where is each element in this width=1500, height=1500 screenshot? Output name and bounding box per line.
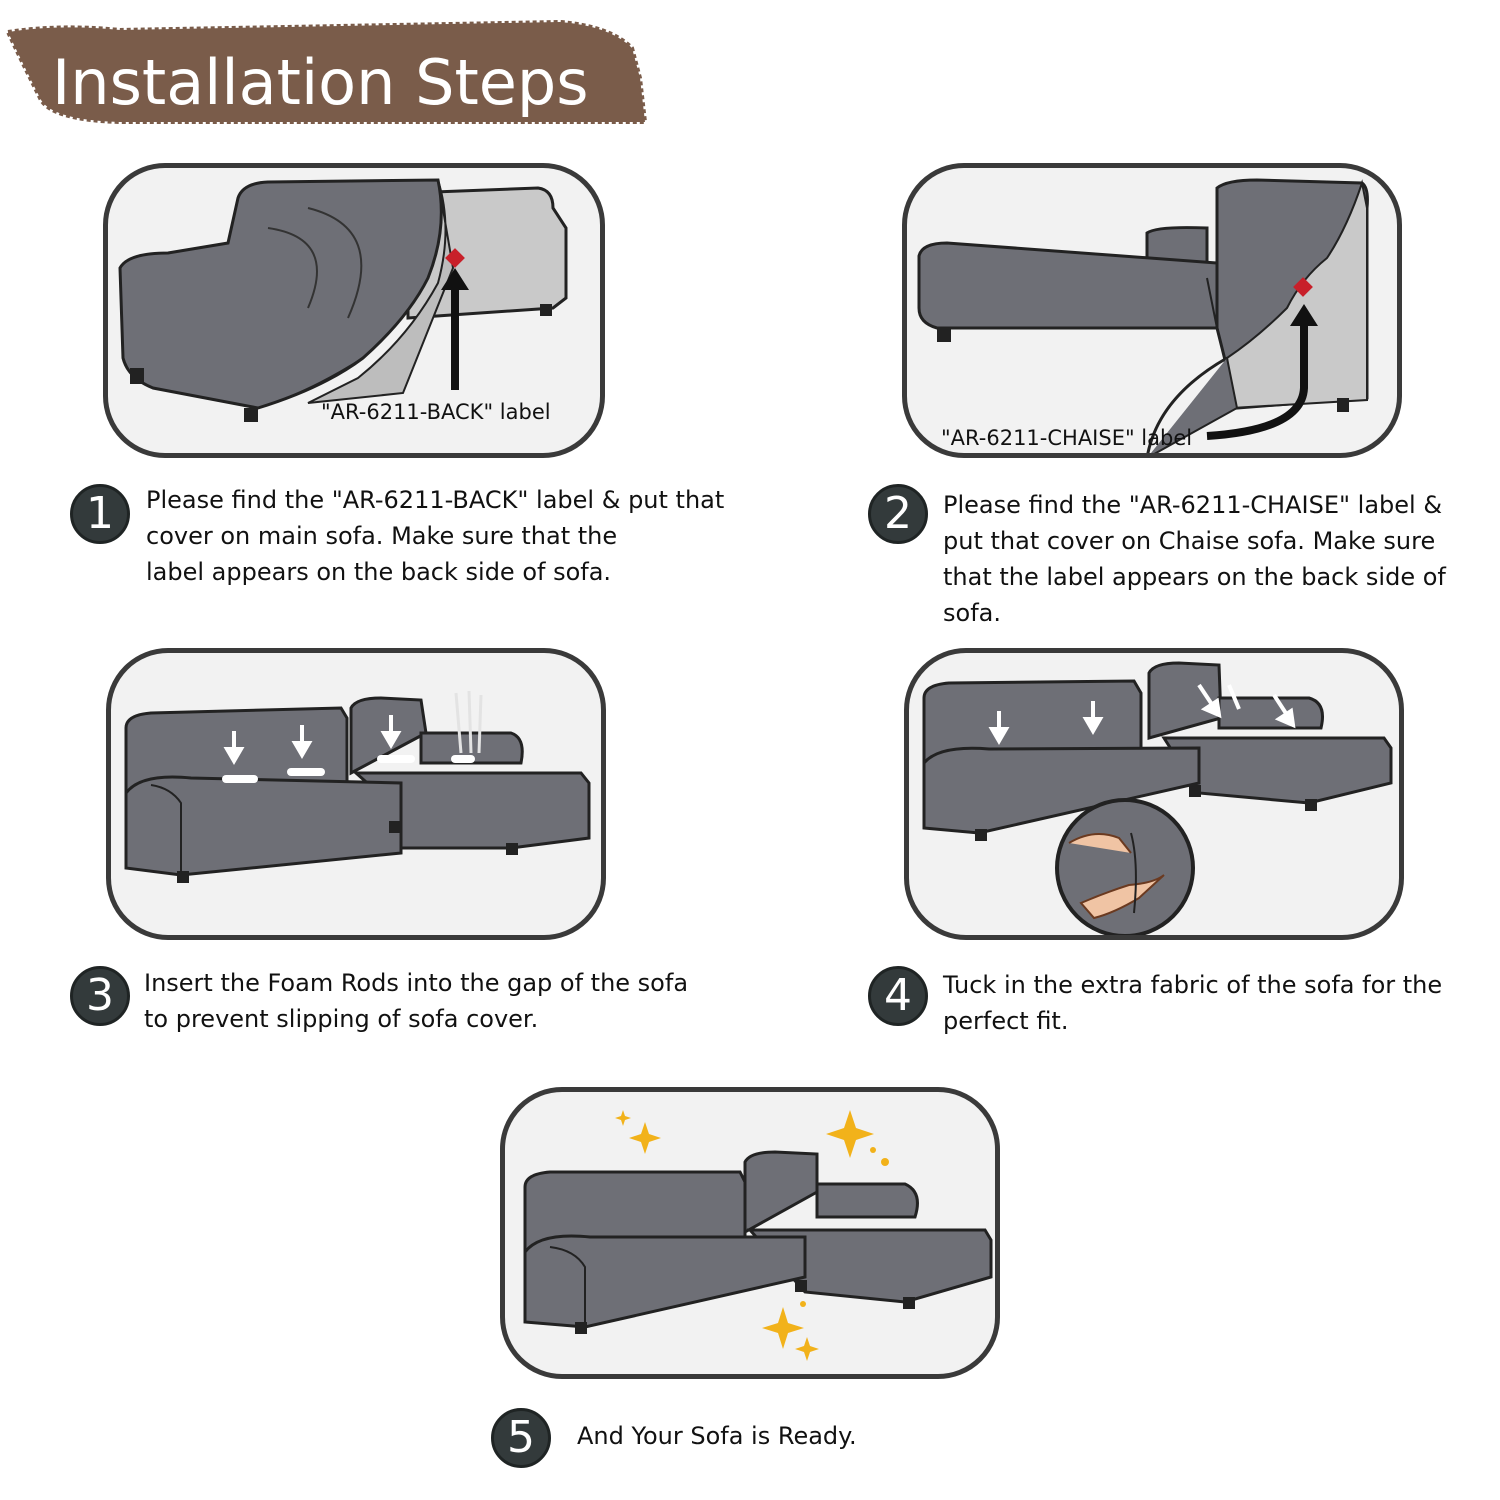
- step-1-illustration: "AR-6211-BACK" label: [103, 163, 605, 458]
- step-1-text: Please find the "AR-6211-BACK" label & p…: [146, 486, 725, 586]
- chaise-label-callout: "AR-6211-CHAISE" label: [941, 426, 1193, 450]
- step-5-number: 5: [491, 1408, 551, 1468]
- step-4-text: Tuck in the extra fabric of the sofa for…: [943, 971, 1443, 1035]
- title-banner: Installation Steps: [0, 18, 650, 128]
- step-2-number: 2: [868, 484, 928, 544]
- step-5-text: And Your Sofa is Ready.: [577, 1422, 857, 1450]
- step-4-number: 4: [868, 966, 928, 1026]
- step-2-text: Please find the "AR-6211-CHAISE" label &…: [943, 491, 1446, 627]
- back-label-callout: "AR-6211-BACK" label: [321, 400, 551, 424]
- step-3-text: Insert the Foam Rods into the gap of the…: [144, 969, 689, 1033]
- step-5-illustration: [500, 1087, 1000, 1379]
- banner-shape: [5, 19, 648, 124]
- step-4-illustration: [904, 648, 1404, 940]
- step-3-number: 3: [70, 966, 130, 1026]
- step-3-illustration: [106, 648, 606, 940]
- step-2-illustration: "AR-6211-CHAISE" label: [902, 163, 1402, 458]
- step-1-number: 1: [70, 484, 130, 544]
- page-title: Installation Steps: [52, 46, 589, 119]
